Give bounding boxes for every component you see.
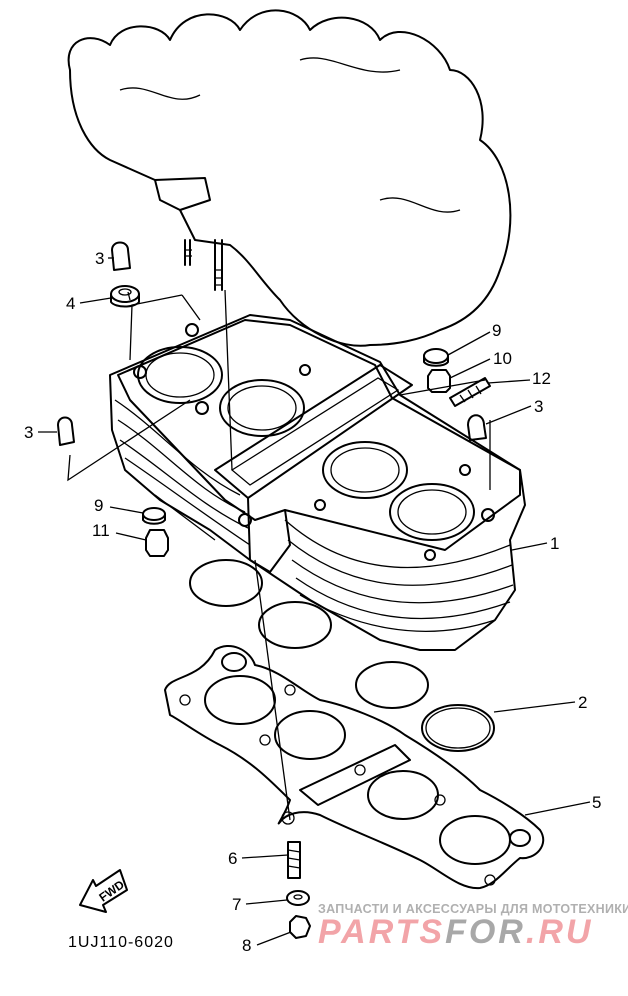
base-gasket (164, 645, 545, 890)
bore-1 (137, 346, 223, 404)
callout-1: 1 (550, 534, 560, 553)
cap-nut-3c (57, 416, 75, 446)
watermark-tagline: ЗАПЧАСТИ И АКСЕССУАРЫ ДЛЯ МОТОТЕХНИКИ (318, 902, 628, 916)
o-ring (189, 559, 263, 607)
bore-4 (389, 483, 475, 541)
callout-3: 3 (534, 397, 544, 416)
washer-9a (423, 348, 449, 367)
callout-8: 8 (242, 936, 252, 955)
logo-parts: PARTS (318, 913, 446, 951)
callout-12: 12 (532, 369, 551, 388)
washer-4 (110, 285, 140, 308)
bore-2 (219, 379, 305, 437)
logo-ru: .RU (525, 913, 594, 951)
callout-10: 10 (493, 349, 512, 368)
fwd-arrow-icon (79, 869, 128, 913)
cap-nut-3a (111, 241, 131, 271)
o-ring (258, 601, 332, 649)
o-ring (421, 704, 495, 752)
stud-12 (449, 377, 491, 407)
callout-4: 4 (66, 294, 76, 313)
callout-3: 3 (24, 423, 34, 442)
nut-8 (289, 915, 311, 939)
stud-6 (287, 841, 301, 879)
logo-for: FOR (445, 913, 526, 951)
callout-7: 7 (232, 895, 242, 914)
callout-6: 6 (228, 849, 238, 868)
nut-10 (427, 369, 451, 393)
washer-9b (142, 507, 166, 525)
bore-3 (322, 441, 408, 499)
callout-3: 3 (95, 249, 105, 268)
callout-2: 2 (578, 693, 588, 712)
o-ring (355, 661, 429, 709)
cap-nut-3b (467, 414, 487, 441)
callout-5: 5 (592, 793, 602, 812)
watermark-logo: PARTSFOR.RU (318, 913, 593, 952)
nut-11 (145, 529, 169, 557)
callout-9: 9 (492, 321, 502, 340)
cylinder-head-outline (67, 9, 512, 347)
part-number: 1UJ110-6020 (68, 934, 174, 951)
callout-9: 9 (94, 496, 104, 515)
callout-11: 11 (92, 521, 110, 540)
washer-7 (286, 890, 310, 906)
cylinder-block (109, 314, 526, 651)
